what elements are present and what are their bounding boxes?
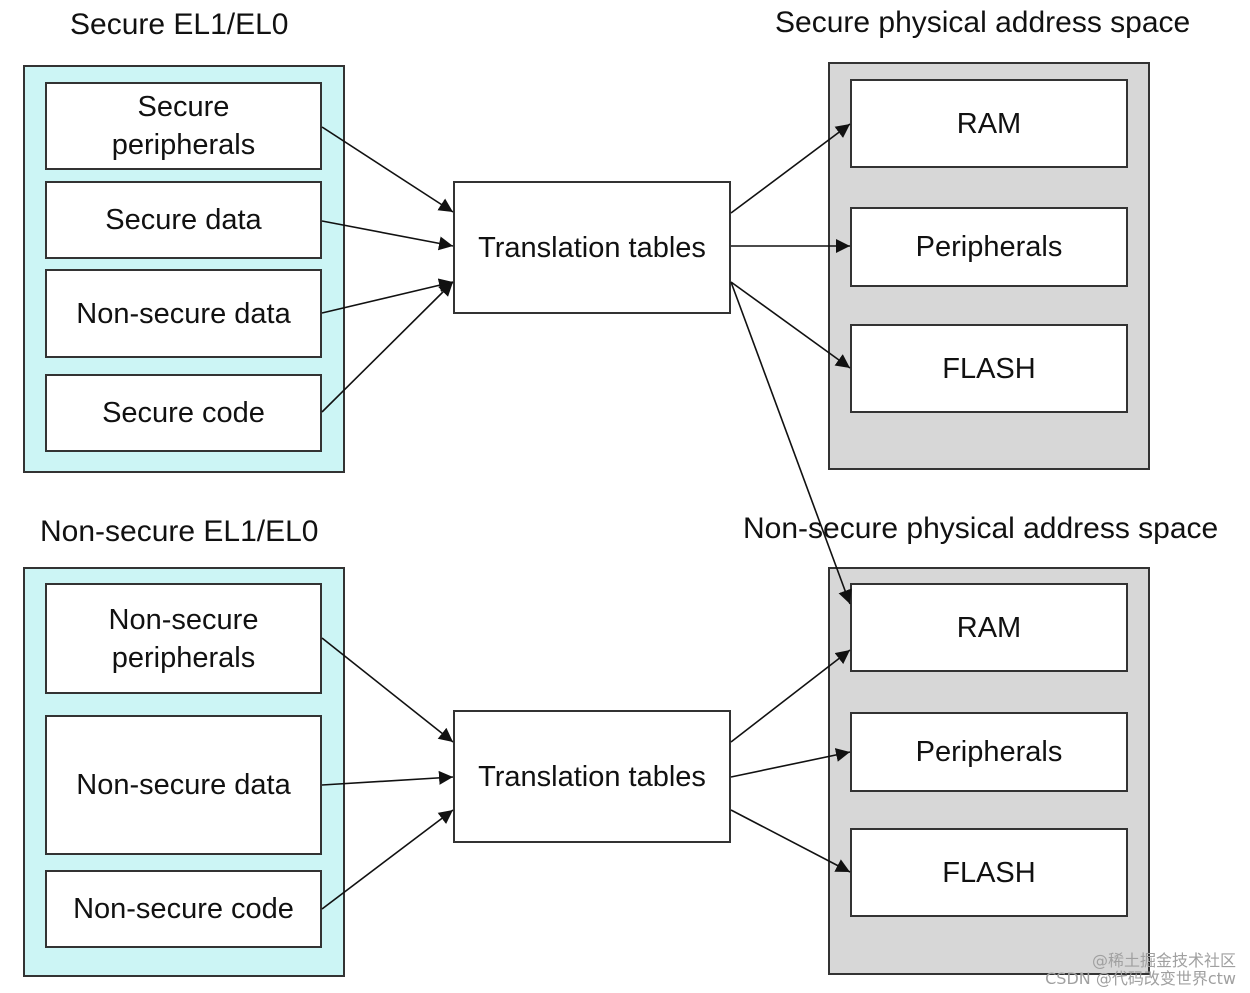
- nonsecure-flash-box: FLASH: [850, 828, 1128, 917]
- nonsecure-code-label: Non-secure code: [73, 893, 294, 925]
- arrow-to-nonsecure-ram: [730, 649, 851, 743]
- arrow-nonsecure-code: [321, 809, 454, 910]
- arrow-secure-nonsecure-data: [321, 278, 454, 314]
- secure-peripherals-phys-box: Peripherals: [850, 207, 1128, 287]
- secure-nonsecure-data-box: Non-secure data: [45, 269, 322, 358]
- arrow-nonsecure-data: [321, 770, 454, 786]
- nonsecure-translation-tables-label: Translation tables: [478, 760, 706, 793]
- secure-peripherals-box: Secure peripherals: [45, 82, 322, 170]
- arrow-to-nonsecure-peripherals: [730, 748, 851, 778]
- secure-ram-label: RAM: [956, 107, 1022, 140]
- secure-data-box: Secure data: [45, 181, 322, 259]
- secure-translation-tables-box: Translation tables: [453, 181, 731, 314]
- secure-el-title: Secure EL1/EL0: [70, 8, 289, 41]
- nonsecure-code-box: Non-secure code: [45, 870, 322, 948]
- nonsecure-flash-label: FLASH: [942, 856, 1036, 889]
- nonsecure-ram-box: RAM: [850, 583, 1128, 672]
- arrow-to-nonsecure-flash: [730, 809, 851, 873]
- nonsecure-peripherals-phys-label: Peripherals: [915, 736, 1063, 768]
- nonsecure-peripherals-box: Non-secure peripherals: [45, 583, 322, 694]
- watermark-line2: CSDN @代码改变世界ctw: [1045, 969, 1236, 988]
- nonsecure-el-title: Non-secure EL1/EL0: [40, 515, 319, 548]
- nonsecure-peripherals-phys-box: Peripherals: [850, 712, 1128, 792]
- nonsecure-peripherals-label: Non-secure peripherals: [108, 603, 259, 674]
- arrow-to-secure-flash: [730, 281, 851, 369]
- secure-physical-title: Secure physical address space: [775, 6, 1191, 39]
- arrow-nonsecure-peripherals: [321, 637, 454, 743]
- arrow-secure-data: [321, 220, 454, 251]
- nonsecure-ram-label: RAM: [956, 611, 1022, 644]
- nonsecure-data-box: Non-secure data: [45, 715, 322, 855]
- secure-ram-box: RAM: [850, 79, 1128, 168]
- secure-flash-box: FLASH: [850, 324, 1128, 413]
- secure-nonsecure-data-label: Non-secure data: [76, 297, 291, 330]
- arrow-to-nonsecure-ram-from-secure: [730, 281, 852, 605]
- watermark-line1: @稀土掘金技术社区: [1091, 951, 1236, 970]
- secure-translation-tables-label: Translation tables: [478, 231, 706, 264]
- arrow-secure-code: [321, 281, 454, 413]
- secure-peripherals-phys-label: Peripherals: [915, 231, 1063, 263]
- nonsecure-translation-tables-box: Translation tables: [453, 710, 731, 843]
- secure-data-label: Secure data: [105, 204, 262, 236]
- secure-peripherals-label: Secure peripherals: [111, 91, 256, 161]
- secure-code-label: Secure code: [102, 397, 265, 429]
- arrow-secure-peripherals: [321, 126, 454, 213]
- secure-flash-label: FLASH: [942, 352, 1036, 385]
- secure-code-box: Secure code: [45, 374, 322, 452]
- arrow-to-secure-ram: [730, 123, 851, 214]
- nonsecure-data-label: Non-secure data: [76, 769, 291, 801]
